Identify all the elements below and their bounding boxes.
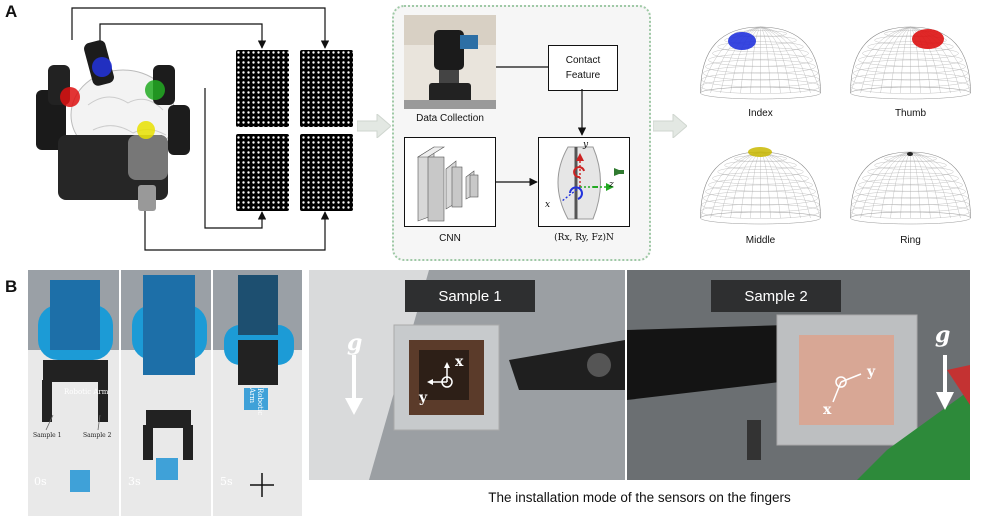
axis-x-label: x (545, 200, 551, 210)
connector-top-outer (71, 7, 330, 49)
connector-bottom-outer (144, 210, 330, 251)
tactile-image-3 (236, 134, 289, 211)
cnn-box (404, 137, 496, 227)
connector-bottom-inner (204, 88, 267, 229)
tactile-image-4 (300, 134, 353, 211)
data-collection-label: Data Collection (416, 113, 484, 124)
force-diagram-box (538, 137, 630, 227)
timestamp-0s: 0s (34, 475, 47, 488)
sample-2-label-box: Sample 2 (711, 280, 841, 312)
panel-a-connectors (71, 7, 330, 251)
sample-small-label-2: Sample 2 (83, 432, 112, 439)
processing-arrows (496, 66, 587, 187)
dome-ring-label: Ring (900, 235, 921, 246)
sensor-photo-2: Sample 2 g x y (627, 270, 970, 480)
thumb-marker (60, 87, 80, 107)
flow-arrow-left (357, 114, 391, 138)
robot-hand-image (36, 40, 190, 211)
axis-z-label: z (609, 180, 614, 190)
gripper-sequence-art (28, 270, 302, 516)
index-marker (92, 57, 112, 77)
middle-marker (145, 80, 165, 100)
contact-patch-3 (907, 152, 913, 156)
timestamp-3s: 3s (128, 475, 141, 488)
timestamp-5s: 5s (220, 475, 233, 488)
panel-b-letter: B (5, 277, 18, 296)
gravity-label-2: g (935, 322, 951, 348)
dome-middle (700, 147, 821, 225)
dome-thumb-label: Thumb (894, 108, 927, 119)
contact-patch-0 (728, 32, 756, 50)
force-label: (Rx, Ry, Fz)N (554, 233, 614, 243)
gripper-sequence-photo: Sample 1 Sample 2 Robotic Arm Robotic Ar… (28, 270, 302, 516)
ring-marker (137, 121, 155, 139)
axis-y-label: y (583, 140, 589, 150)
contact-feature-label: Contact Feature (565, 55, 601, 81)
connector-top-inner (99, 23, 267, 49)
robotic-arm-text-1: Robotic Arm (64, 388, 109, 396)
sample-1-label-box: Sample 1 (405, 280, 535, 312)
dome-ring (850, 151, 971, 225)
sensor-2-x-label: x (823, 402, 832, 418)
panel-a-letter: A (5, 2, 18, 21)
sample-small-label-1: Sample 1 (33, 432, 62, 439)
tactile-image-2 (300, 50, 353, 127)
flow-arrow-right (653, 114, 687, 138)
dome-middle-label: Middle (745, 235, 776, 246)
finger-domes: Index Thumb Middle Ring (690, 10, 990, 255)
dome-index-label: Index (748, 108, 773, 119)
gravity-label-1: g (347, 330, 363, 356)
dome-thumb (850, 26, 971, 100)
panel-b-caption: The installation mode of the sensors on … (488, 490, 791, 505)
sensor-photo-1: Sample 1 g x y (309, 270, 625, 480)
data-collection-photo (404, 15, 496, 109)
sensor-2-y-label: y (867, 364, 876, 380)
robotic-arm-text-2: Robotic Arm (248, 388, 264, 416)
dome-index (700, 26, 821, 100)
tactile-images-grid (236, 50, 353, 211)
contact-patch-2 (748, 147, 772, 157)
contact-patch-1 (912, 29, 944, 49)
sample-1-label: Sample 1 (438, 287, 502, 305)
sensor-1-x-label: x (455, 354, 464, 370)
tactile-image-1 (236, 50, 289, 127)
sensor-1-y-label: y (419, 390, 428, 406)
cnn-label: CNN (439, 233, 461, 244)
sample-2-label: Sample 2 (744, 287, 808, 305)
contact-feature-box: Contact Feature (548, 45, 618, 91)
